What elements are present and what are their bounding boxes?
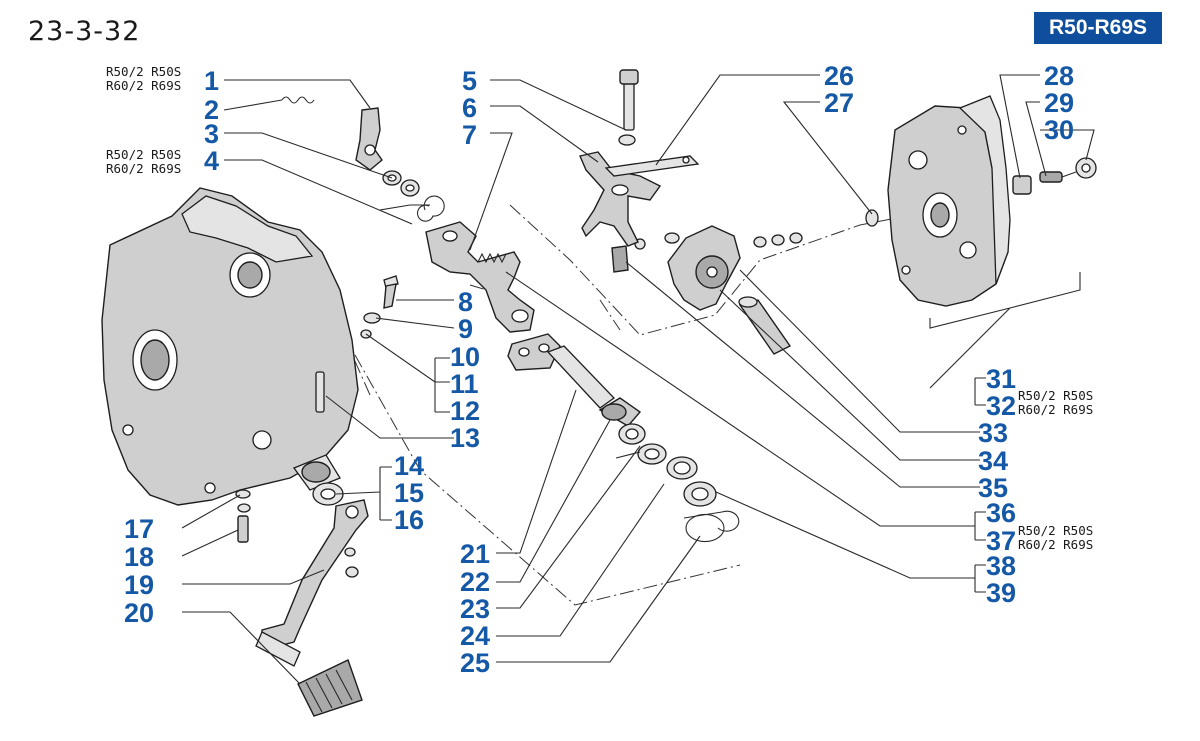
kickstart-shaft xyxy=(507,333,642,427)
lever-and-spring xyxy=(281,96,383,171)
assembly-axis-lines xyxy=(349,204,1000,606)
callout-14: 14 xyxy=(394,451,424,481)
washers-upper xyxy=(382,170,420,197)
callout-21: 21 xyxy=(460,539,490,569)
callout-32: 32 xyxy=(986,391,1016,421)
lever-pinch-bolt xyxy=(235,489,359,578)
variant-label-37a: R50/2 R50S xyxy=(1018,523,1093,538)
callout-29: 29 xyxy=(1044,88,1074,118)
callout-31: 31 xyxy=(986,364,1016,394)
callout-38: 38 xyxy=(986,551,1016,581)
callout-22: 22 xyxy=(460,567,490,597)
callout-34: 34 xyxy=(978,446,1008,476)
cover-group-bracket xyxy=(929,272,1081,389)
callout-25: 25 xyxy=(460,648,490,678)
callout-5: 5 xyxy=(462,66,477,96)
callout-15: 15 xyxy=(394,478,424,508)
callout-8: 8 xyxy=(458,287,473,317)
leader-lines xyxy=(181,74,1095,685)
page-code: 23-3-32 xyxy=(28,16,141,47)
shaft-rings-and-springs xyxy=(615,423,740,543)
return-spring xyxy=(379,195,445,222)
exploded-view-artwork xyxy=(101,69,1097,717)
kickstart-pedal-rubber xyxy=(297,659,363,717)
variant-label-1a: R50/2 R50S xyxy=(106,64,181,79)
variant-label-32a: R50/2 R50S xyxy=(1018,388,1093,403)
variant-label-4b: R60/2 R69S xyxy=(106,161,181,176)
callout-4: 4 xyxy=(204,146,219,176)
model-badge: R50-R69S xyxy=(1034,12,1162,44)
callout-37: 37 xyxy=(986,526,1016,556)
callout-7: 7 xyxy=(462,120,477,150)
callout-16: 16 xyxy=(394,505,424,535)
callout-1: 1 xyxy=(204,66,219,96)
callout-10: 10 xyxy=(450,342,480,372)
kick-quadrant xyxy=(425,221,535,333)
cover-plug-assembly xyxy=(1012,157,1097,195)
model-variant-labels: R50/2 R50S R60/2 R69S R50/2 R50S R60/2 R… xyxy=(106,64,1093,552)
callout-23: 23 xyxy=(460,594,490,624)
variant-label-4a: R50/2 R50S xyxy=(106,147,181,162)
variant-label-32b: R60/2 R69S xyxy=(1018,402,1093,417)
gearbox-housing-cover xyxy=(101,187,359,506)
callout-19: 19 xyxy=(124,570,154,600)
callout-18: 18 xyxy=(124,542,154,572)
callout-30: 30 xyxy=(1044,115,1074,145)
callout-26: 26 xyxy=(824,61,854,91)
variant-label-37b: R60/2 R69S xyxy=(1018,537,1093,552)
selector-fork xyxy=(579,69,700,247)
callout-17: 17 xyxy=(124,514,154,544)
fasteners-left xyxy=(315,275,399,413)
callout-24: 24 xyxy=(460,621,490,651)
rear-gearbox-cover xyxy=(887,95,1011,307)
callout-28: 28 xyxy=(1044,61,1074,91)
callout-6: 6 xyxy=(462,93,477,123)
callout-35: 35 xyxy=(978,473,1008,503)
callout-2: 2 xyxy=(204,95,219,125)
ratchet-gear-assembly xyxy=(611,225,792,355)
callout-12: 12 xyxy=(450,396,480,426)
callout-13: 13 xyxy=(450,423,480,453)
callout-3: 3 xyxy=(204,119,219,149)
callout-numbers: 1 2 3 4 5 6 7 8 9 10 11 12 13 14 15 16 1… xyxy=(124,61,1074,678)
callout-27: 27 xyxy=(824,88,854,118)
callout-33: 33 xyxy=(978,418,1008,448)
callout-36: 36 xyxy=(986,498,1016,528)
callout-20: 20 xyxy=(124,598,154,628)
shaft-washers-right xyxy=(753,209,879,248)
callout-39: 39 xyxy=(986,578,1016,608)
kickstart-lever xyxy=(255,499,369,717)
callout-11: 11 xyxy=(450,369,479,399)
callout-9: 9 xyxy=(458,314,473,344)
variant-label-1b: R60/2 R69S xyxy=(106,78,181,93)
